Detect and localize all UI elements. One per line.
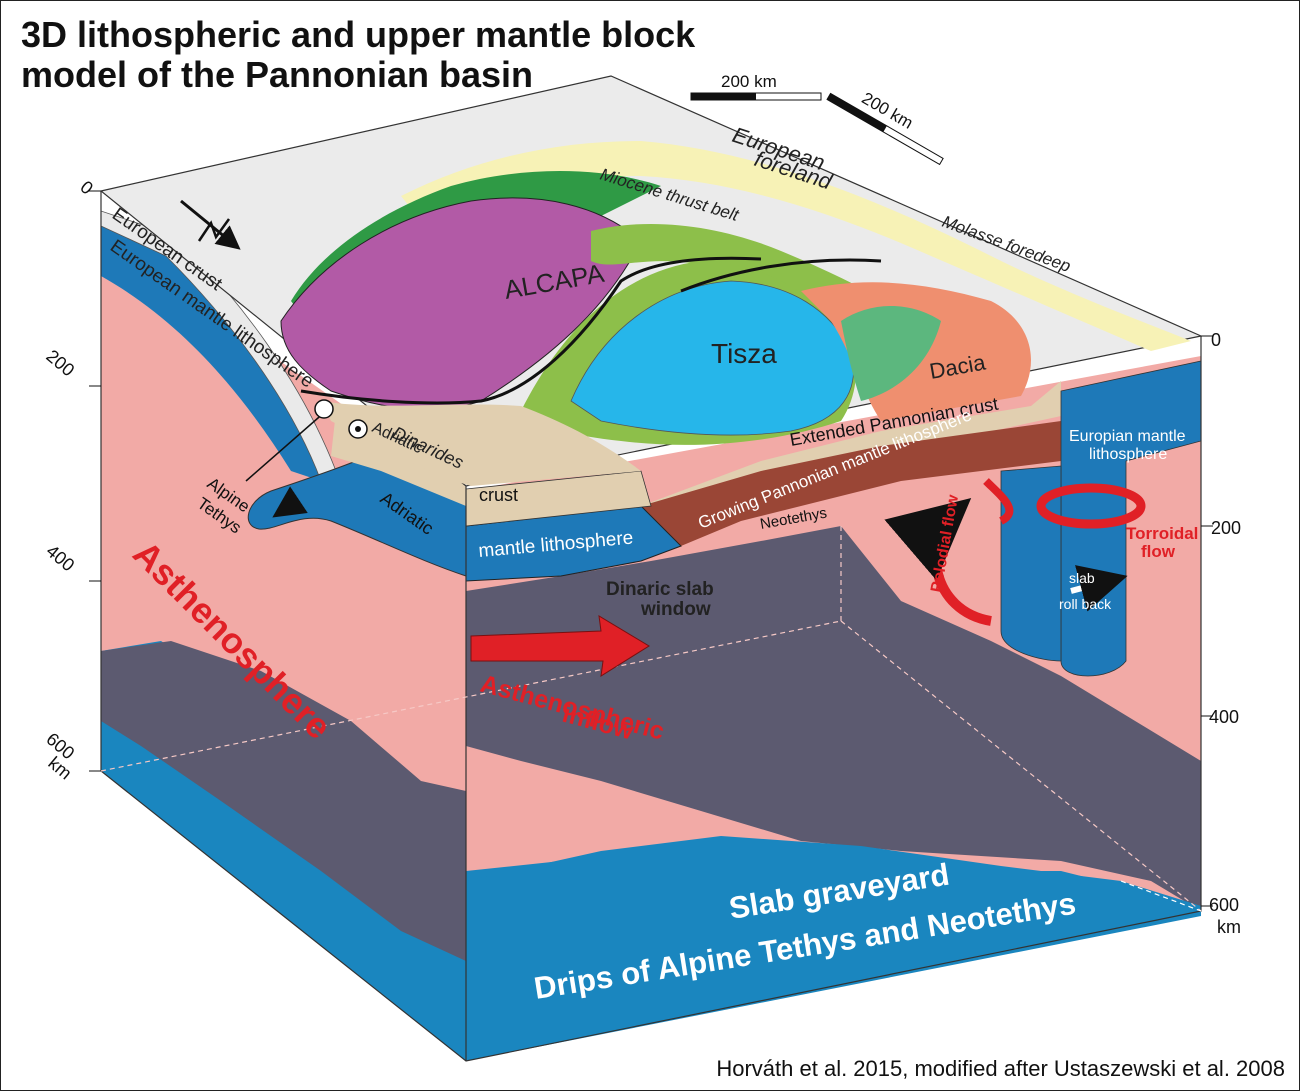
label-europian-mantle-2: lithosphere <box>1089 446 1167 463</box>
top-face <box>99 75 1203 487</box>
label-torroidal-flow-1: Torroidal <box>1126 524 1198 543</box>
slab-motion-arrow-icon <box>272 486 308 518</box>
north-arrow-icon <box>180 199 241 250</box>
right-depth-200: 200 <box>1211 518 1241 538</box>
left-depth-400: 400 <box>42 541 78 576</box>
left-dark-band <box>101 641 466 961</box>
main-fault <box>300 256 762 405</box>
dacia-green <box>841 306 941 401</box>
asthenospheric-inflow-arrow-icon <box>470 615 650 677</box>
flow-arrows <box>470 478 1146 677</box>
label-tisza: Tisza <box>711 338 777 369</box>
left-depth-200: 200 <box>42 346 78 381</box>
label-europian-mantle-1: Europian mantle <box>1069 428 1186 445</box>
dinarides-region <box>321 401 641 486</box>
block-outline <box>100 191 1202 1062</box>
right-graveyard-fill <box>466 836 1201 1061</box>
left-depth-axis: 0 200 400 600 km <box>42 177 101 784</box>
label-dinaric-slab-window-2: window <box>640 599 711 620</box>
right-depth-400: 400 <box>1209 707 1239 727</box>
right-depth-0: 0 <box>1211 330 1221 350</box>
torroidal-flow-arrow-icon <box>1036 483 1146 529</box>
molasse-foredeep <box>401 141 1191 351</box>
european-mantle-slab <box>101 226 321 481</box>
figure-credit: Horváth et al. 2015, modified after Usta… <box>716 1056 1285 1081</box>
right-depth-unit: km <box>1217 917 1241 937</box>
left-depth-0: 0 <box>76 177 97 199</box>
scale-bars: 200 km 200 km <box>690 72 944 166</box>
figure-title: 3D lithospheric and upper mantle block m… <box>21 14 696 95</box>
label-crust: crust <box>479 485 518 505</box>
slab-roll-back-arrow-icon <box>1070 565 1128 612</box>
scale-bar-horizontal-label: 200 km <box>721 72 777 91</box>
left-depth-unit: km <box>44 753 75 784</box>
right-depth-600: 600 <box>1209 895 1239 915</box>
mid-hungarian-line <box>680 258 882 293</box>
dark-floor <box>466 526 1201 911</box>
label-roll-back: roll back <box>1059 596 1112 612</box>
label-dinaric-slab-window-1: Dinaric slab <box>606 579 714 600</box>
alcapa-region <box>280 197 642 411</box>
label-torroidal-flow-2: flow <box>1141 542 1176 561</box>
label-slab-1: slab <box>1069 570 1095 586</box>
polodial-flow-arrow-icon <box>884 497 993 626</box>
out-of-page-icon <box>314 399 334 419</box>
right-depth-axis: 0 200 400 600 km <box>1201 330 1241 937</box>
right-face <box>101 356 1202 1061</box>
